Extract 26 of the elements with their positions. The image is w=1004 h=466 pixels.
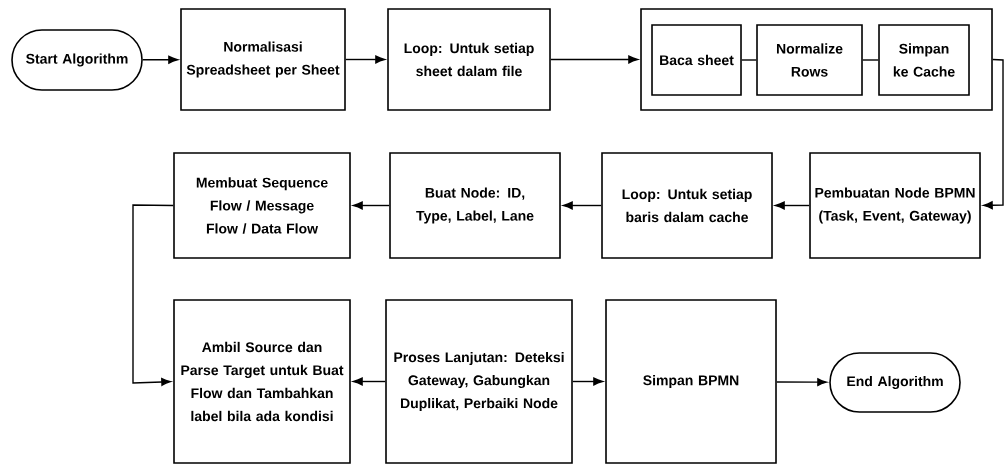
arrow [345, 55, 385, 64]
process-box: Baca sheet [651, 24, 742, 96]
process-box: Loop: Untuk setiap baris dalam cache [601, 152, 773, 259]
arrow [775, 201, 810, 210]
process-box: Normalisasi Spreadsheet per Sheet [180, 8, 346, 111]
process-box: Membuat Sequence Flow / Message Flow / Data Flow [173, 152, 351, 259]
process-box: Proses Lanjutan: Deteksi Gateway, Gabungkan Duplikat, Perbaiki Node [385, 299, 573, 464]
process-box: Buat Node: ID, Type, Label, Lane [389, 152, 561, 259]
process-box: Simpan BPMN [605, 299, 777, 464]
process-box: Pembuatan Node BPMN (Task, Event, Gateway) [809, 152, 981, 259]
arrow [550, 55, 639, 64]
process-box: Ambil Source dan Parse Target untuk Buat Flow dan Tambahkan label bila ada kondisi [173, 299, 351, 464]
terminator: End Algorithm [829, 352, 961, 413]
arrow [563, 201, 602, 210]
arrow [572, 377, 604, 386]
process-box: Loop: Untuk setiap sheet dalam file [387, 8, 551, 111]
arrow [142, 55, 178, 64]
process-box: Simpan ke Cache [878, 24, 970, 96]
arrow [983, 58, 1004, 210]
arrow [353, 201, 390, 210]
arrow [132, 204, 174, 386]
loop-container [640, 8, 993, 111]
process-box: Normalize Rows [756, 24, 863, 96]
arrow [353, 377, 386, 386]
arrow [776, 378, 828, 387]
terminator: Start Algorithm [11, 29, 143, 91]
